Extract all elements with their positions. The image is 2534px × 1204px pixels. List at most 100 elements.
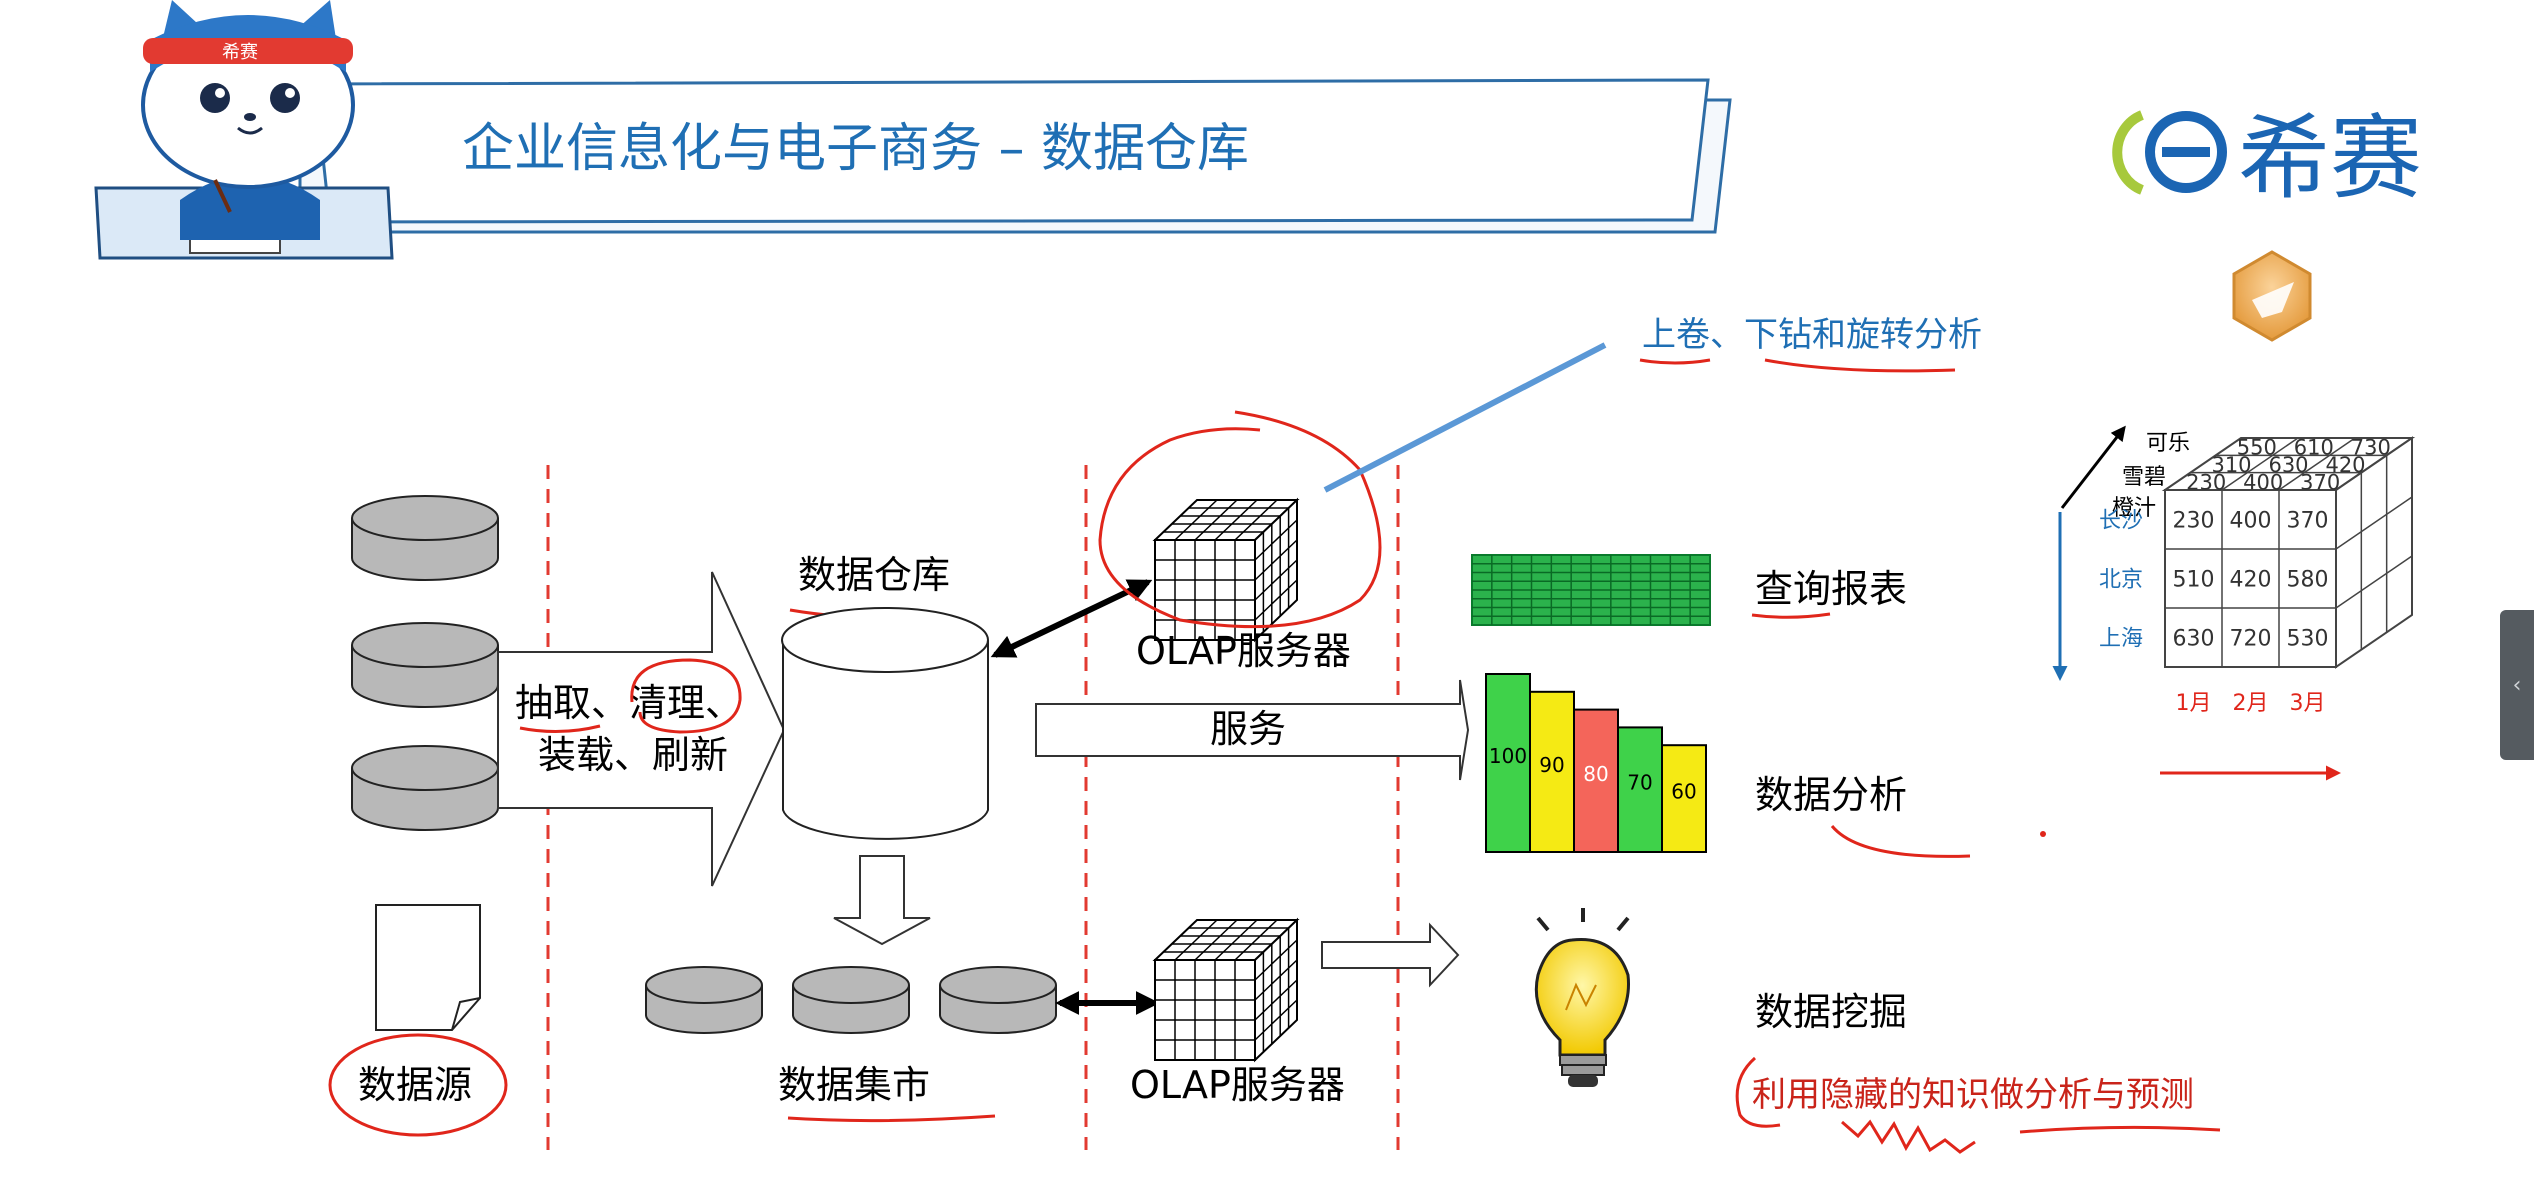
service-arrow-main bbox=[1036, 680, 1468, 706]
service-arrow-body bbox=[1036, 680, 1488, 706]
data-analysis-bar-icon: 100 90 80 70 60 bbox=[1485, 673, 1707, 854]
warehouse-label: 数据仓库 bbox=[798, 553, 950, 597]
cube-product-label: 可乐 bbox=[2146, 431, 2190, 456]
cube-top-cell: 400 bbox=[2243, 470, 2283, 494]
service-arrow-shape bbox=[1036, 680, 1490, 706]
cube-city-label: 北京 bbox=[2099, 568, 2143, 593]
service-arrow-polygon bbox=[1036, 680, 1468, 706]
service-arrow-real bbox=[1036, 680, 1468, 706]
cube-top-cell: 230 bbox=[2186, 470, 2226, 494]
olap-ops-underline-annotation-1 bbox=[1639, 358, 1711, 365]
datamart-label: 数据集市 bbox=[778, 1063, 930, 1107]
data-mining-label: 数据挖掘 bbox=[1755, 990, 1907, 1034]
service-arrow-drawn bbox=[1036, 680, 1470, 706]
olap-cube-bottom bbox=[1152, 917, 1300, 1063]
analysis-bar-value: 70 bbox=[1627, 771, 1652, 795]
analysis-bar-value: 100 bbox=[1489, 744, 1527, 768]
cube-top-cell: 730 bbox=[2351, 436, 2391, 460]
cube-front-cell: 580 bbox=[2287, 568, 2329, 593]
cube-top-cell: 420 bbox=[2325, 453, 2365, 477]
mining-circle-annotation bbox=[1735, 1056, 1781, 1128]
source-label: 数据源 bbox=[358, 1063, 472, 1107]
analysis-underline-annotation bbox=[1830, 825, 1971, 858]
datamart-disk-1 bbox=[645, 966, 763, 1034]
cube-top-cell: 610 bbox=[2294, 436, 2334, 460]
lightbulb-icon bbox=[1534, 908, 1631, 1087]
service-arrow-outline bbox=[1036, 680, 1482, 704]
title-banner: 企业信息化与电子商务 – 数据仓库 bbox=[298, 78, 1732, 234]
cube-top-cell: 370 bbox=[2300, 470, 2340, 494]
cube-product-label: 雪碧 bbox=[2122, 465, 2166, 490]
mascot-cat: 希赛 bbox=[94, 0, 394, 260]
cube-front-cell: 230 bbox=[2173, 509, 2215, 534]
cube-month-label: 2月 bbox=[2233, 691, 2269, 716]
service-big-arrow bbox=[1036, 678, 1482, 704]
cube-front-cell: 370 bbox=[2287, 509, 2329, 534]
service-flow-arrow bbox=[1036, 680, 1468, 706]
mascot-badge-text: 希赛 bbox=[222, 42, 258, 63]
cube-top-cell: 630 bbox=[2268, 453, 2308, 477]
mining-zigzag-annotation bbox=[1841, 1119, 1976, 1154]
query-underline-annotation bbox=[1751, 612, 1831, 619]
logo-text: 希赛 bbox=[2238, 105, 2422, 212]
etl-underline-annotation bbox=[519, 724, 601, 734]
warehouse-cylinder bbox=[781, 607, 989, 840]
source-database-2 bbox=[351, 622, 499, 708]
source-circle-annotation bbox=[328, 1033, 508, 1137]
analysis-bar-value: 60 bbox=[1671, 780, 1696, 804]
cube-front-cell: 400 bbox=[2230, 509, 2272, 534]
analysis-bar bbox=[1617, 726, 1663, 854]
etl-circle-annotation bbox=[630, 658, 742, 734]
analysis-bar-value: 90 bbox=[1539, 753, 1564, 777]
etl-label-line1: 抽取、清理、 bbox=[515, 681, 743, 725]
cube-product-axis-arrow bbox=[2060, 425, 2126, 509]
cube-front-cell: 420 bbox=[2230, 568, 2272, 593]
cube-front-cell: 530 bbox=[2287, 627, 2329, 652]
cube-top-cell: 310 bbox=[2211, 453, 2251, 477]
analysis-bar-value: 80 bbox=[1583, 762, 1608, 786]
service-arrow-visual bbox=[1036, 680, 1470, 706]
cube-month-label: 3月 bbox=[2290, 691, 2326, 716]
cube-product-label: 橙汁 bbox=[2112, 496, 2156, 521]
datamart-disk-3 bbox=[939, 966, 1057, 1034]
analysis-bar bbox=[1661, 744, 1707, 854]
mining-note: 利用隐藏的知识做分析与预测 bbox=[1752, 1075, 2194, 1115]
etl-label-line2: 装载、刷新 bbox=[538, 733, 728, 777]
olap-note-pointer bbox=[1323, 342, 1607, 493]
mining-underline-annotation bbox=[2019, 1125, 2221, 1134]
side-collapse-tab[interactable]: ‹ bbox=[2500, 610, 2534, 760]
query-report-label: 查询报表 bbox=[1755, 567, 1907, 611]
warehouse-olap-double-arrow bbox=[990, 579, 1153, 658]
warehouse-down-arrow bbox=[833, 855, 931, 946]
service-arrow bbox=[1036, 680, 1490, 702]
xisai-logo: 希赛 bbox=[2112, 105, 2422, 212]
cube-city-label: 长沙 bbox=[2099, 509, 2143, 534]
source-database-3 bbox=[351, 745, 499, 831]
olap-bottom-label: OLAP服务器 bbox=[1130, 1063, 1345, 1107]
cube-front-cell: 510 bbox=[2173, 568, 2215, 593]
page-title: 企业信息化与电子商务 – 数据仓库 bbox=[462, 119, 1249, 179]
analysis-dot-annotation bbox=[2040, 831, 2046, 837]
olap-ops-underline-annotation-2 bbox=[1764, 358, 1956, 373]
analysis-bar bbox=[1529, 690, 1575, 853]
source-document-icon bbox=[375, 904, 481, 1031]
cube-city-label: 上海 bbox=[2099, 627, 2143, 652]
query-report-table-icon bbox=[1471, 554, 1711, 626]
cube-month-label: 1月 bbox=[2176, 691, 2212, 716]
datamart-underline-annotation bbox=[787, 1114, 996, 1123]
mining-arrow bbox=[1321, 922, 1460, 988]
olap-ops-note: 上卷、下钻和旋转分析 bbox=[1642, 315, 1982, 355]
cube-front-cell: 630 bbox=[2173, 627, 2215, 652]
service-label: 服务 bbox=[1210, 707, 1286, 751]
data-analysis-label: 数据分析 bbox=[1755, 773, 1907, 817]
bird-app-icon[interactable] bbox=[2232, 250, 2312, 342]
olap-top-label: OLAP服务器 bbox=[1136, 629, 1351, 673]
service-flow-arrow-shape bbox=[1035, 679, 1470, 781]
olap-cube-top bbox=[1152, 497, 1300, 643]
analysis-bar bbox=[1485, 673, 1531, 853]
cube-top-cell: 550 bbox=[2237, 436, 2277, 460]
cube-front-cell: 720 bbox=[2230, 627, 2272, 652]
datamart-disk-2 bbox=[792, 966, 910, 1034]
etl-arrow bbox=[497, 571, 786, 887]
